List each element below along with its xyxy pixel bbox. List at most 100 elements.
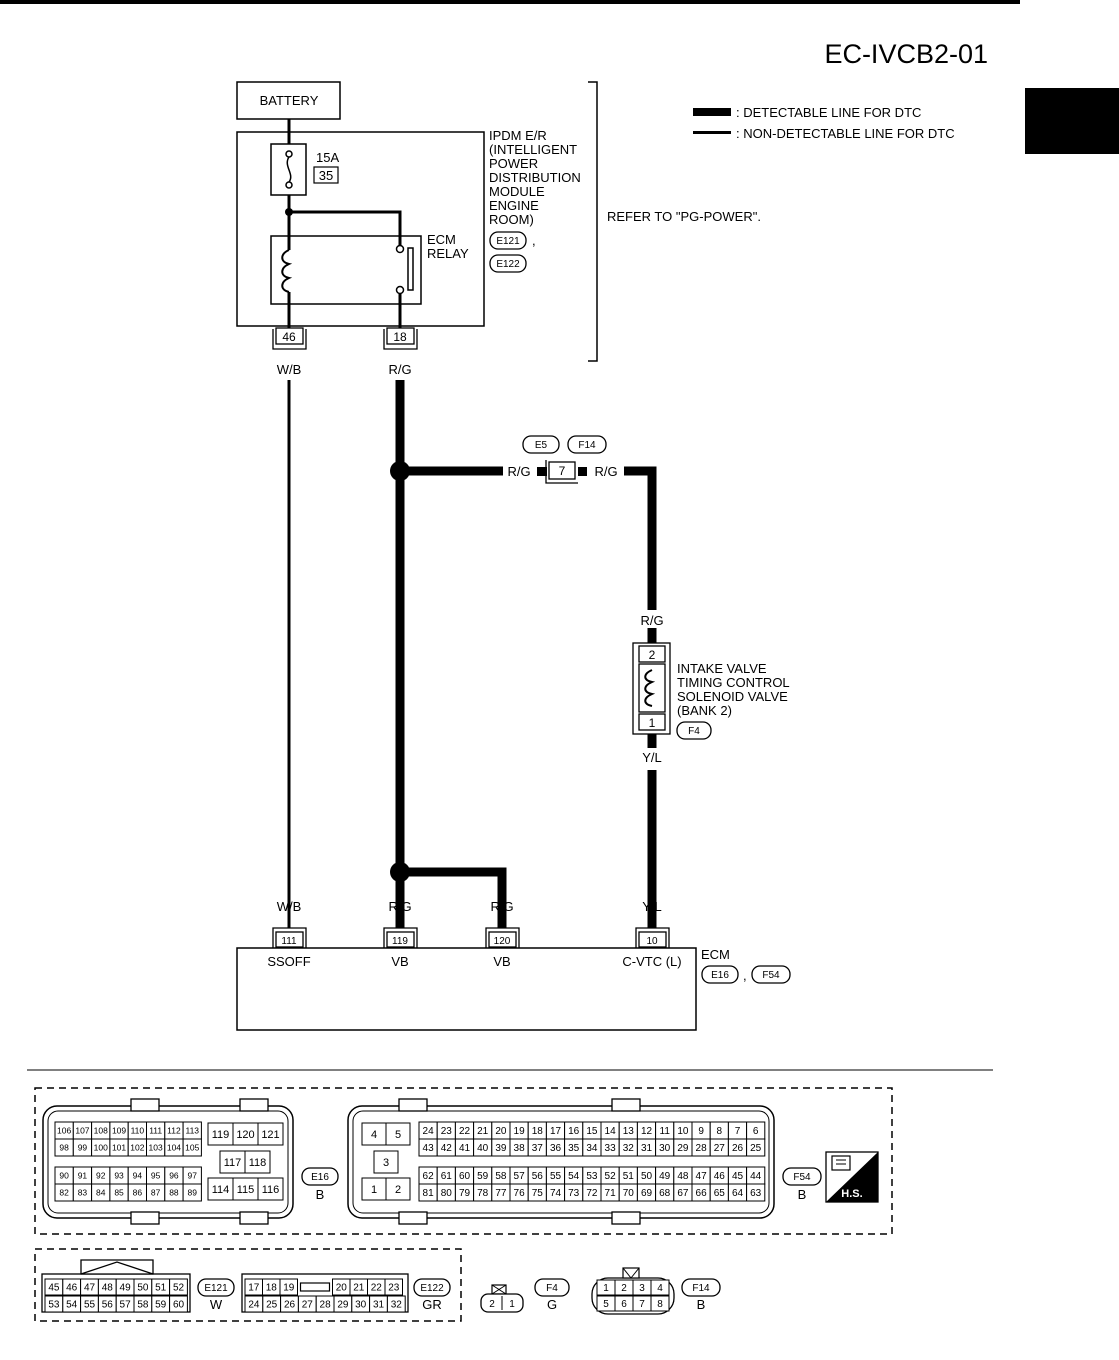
- f54-pin-50: 50: [636, 1166, 657, 1185]
- e121-pin-50: 50: [133, 1278, 153, 1296]
- connector-f54-color: B: [798, 1187, 807, 1202]
- e122-pin-30: 30: [351, 1295, 371, 1313]
- f54-pin-45: 45: [727, 1166, 748, 1185]
- wire-label-rg-branch-left: R/G: [507, 464, 530, 479]
- fuse-number: 35: [319, 168, 333, 183]
- wire-rg-to-solenoid: [624, 466, 657, 610]
- f54-pin-51: 51: [618, 1166, 638, 1185]
- e16-pin-120: 120: [232, 1122, 259, 1146]
- top-border: [0, 0, 1020, 4]
- ipdm-label-6: ENGINE: [489, 198, 539, 213]
- hs-label: H.S.: [841, 1188, 862, 1200]
- svg-text:49: 49: [659, 1171, 671, 1182]
- svg-text:119: 119: [212, 1129, 230, 1141]
- e122-pin-20: 20: [332, 1278, 351, 1296]
- ipdm-label-2: (INTELLIGENT: [489, 142, 577, 157]
- svg-text:45: 45: [48, 1283, 60, 1294]
- e16-pin-116: 116: [257, 1177, 284, 1201]
- svg-text:70: 70: [623, 1188, 635, 1199]
- svg-text:7: 7: [735, 1126, 741, 1137]
- svg-text:VB: VB: [493, 954, 510, 969]
- e16-pin-101: 101: [109, 1138, 129, 1157]
- e122-pin-25: 25: [262, 1295, 282, 1313]
- e122-pin-28: 28: [315, 1295, 335, 1313]
- f54-pin-42: 42: [436, 1138, 456, 1157]
- svg-text:44: 44: [750, 1171, 762, 1182]
- svg-text:55: 55: [84, 1300, 96, 1311]
- diagram-id: EC-IVCB2-01: [824, 39, 988, 69]
- svg-text:4: 4: [371, 1129, 377, 1141]
- svg-text:96: 96: [169, 1171, 179, 1181]
- svg-text:C-VTC (L): C-VTC (L): [622, 954, 681, 969]
- svg-text:67: 67: [677, 1188, 689, 1199]
- svg-text:E121: E121: [496, 236, 520, 247]
- e16-pin-117: 117: [219, 1150, 246, 1174]
- ipdm-pin-46: 46: [272, 327, 307, 350]
- e16-pin-98: 98: [54, 1138, 74, 1157]
- svg-text:91: 91: [78, 1171, 88, 1181]
- f54-pin-46: 46: [709, 1166, 729, 1185]
- svg-text:47: 47: [84, 1283, 96, 1294]
- svg-text:92: 92: [96, 1171, 106, 1181]
- e16-pin-92: 92: [91, 1166, 111, 1185]
- e16-pin-114: 114: [207, 1177, 234, 1201]
- f54-pin-15: 15: [582, 1121, 602, 1140]
- svg-text:VB: VB: [391, 954, 408, 969]
- connector-f4-code: F4: [546, 1283, 558, 1294]
- svg-text:119: 119: [392, 936, 408, 947]
- wire-label-wb-top: W/B: [277, 362, 302, 377]
- f54-pin-67: 67: [673, 1183, 693, 1202]
- f54-pin-58: 58: [491, 1166, 511, 1185]
- f54-pin-61: 61: [436, 1166, 456, 1185]
- f54-pin-65: 65: [709, 1183, 729, 1202]
- svg-text:107: 107: [75, 1126, 89, 1136]
- svg-text:53: 53: [48, 1300, 60, 1311]
- e121-pin-46: 46: [62, 1278, 82, 1296]
- e16-pin-88: 88: [164, 1183, 184, 1202]
- e16-pin-108: 108: [91, 1121, 111, 1140]
- f54-pin-20: 20: [491, 1121, 511, 1140]
- svg-text:112: 112: [167, 1126, 181, 1136]
- f54-pin-78: 78: [473, 1183, 493, 1202]
- svg-text:114: 114: [212, 1184, 230, 1196]
- svg-text:83: 83: [78, 1188, 88, 1198]
- svg-text:47: 47: [696, 1171, 708, 1182]
- junction-code-f14: F14: [578, 440, 596, 451]
- e16-pin-82: 82: [54, 1183, 74, 1202]
- connector-e122-color: GR: [422, 1297, 442, 1312]
- junction-code-e5: E5: [535, 440, 548, 451]
- svg-text:17: 17: [248, 1283, 260, 1294]
- svg-text:58: 58: [137, 1300, 149, 1311]
- e122-pin-22: 22: [367, 1278, 386, 1296]
- e16-pin-109: 109: [109, 1121, 129, 1140]
- solenoid-label-3: SOLENOID VALVE: [677, 689, 788, 704]
- ecm-terminal-10: 10 C-VTC (L): [622, 927, 682, 969]
- svg-text:12: 12: [641, 1126, 653, 1137]
- e16-pin-111: 111: [146, 1121, 166, 1140]
- wire-label-rg-branch-right: R/G: [594, 464, 617, 479]
- f54-pin-26: 26: [727, 1138, 748, 1157]
- e121-pin-60: 60: [169, 1295, 188, 1313]
- svg-text:1: 1: [371, 1184, 377, 1196]
- f54-pin-81: 81: [418, 1183, 438, 1202]
- e16-pin-85: 85: [109, 1183, 129, 1202]
- solenoid-label-2: TIMING CONTROL: [677, 675, 790, 690]
- legend: : DETECTABLE LINE FOR DTC : NON-DETECTAB…: [693, 105, 955, 141]
- f14-pin-5: 5: [596, 1295, 616, 1312]
- svg-text:42: 42: [441, 1143, 453, 1154]
- f54-pin-27: 27: [709, 1138, 729, 1157]
- e16-pin-118: 118: [244, 1150, 271, 1174]
- f54-pin-39: 39: [491, 1138, 511, 1157]
- svg-text:49: 49: [120, 1283, 132, 1294]
- refer-bracket: [588, 81, 598, 362]
- f54-pin-25: 25: [746, 1138, 766, 1157]
- svg-text:28: 28: [320, 1300, 332, 1311]
- e16-pin-84: 84: [91, 1183, 111, 1202]
- svg-text:69: 69: [641, 1188, 653, 1199]
- svg-text:29: 29: [337, 1300, 349, 1311]
